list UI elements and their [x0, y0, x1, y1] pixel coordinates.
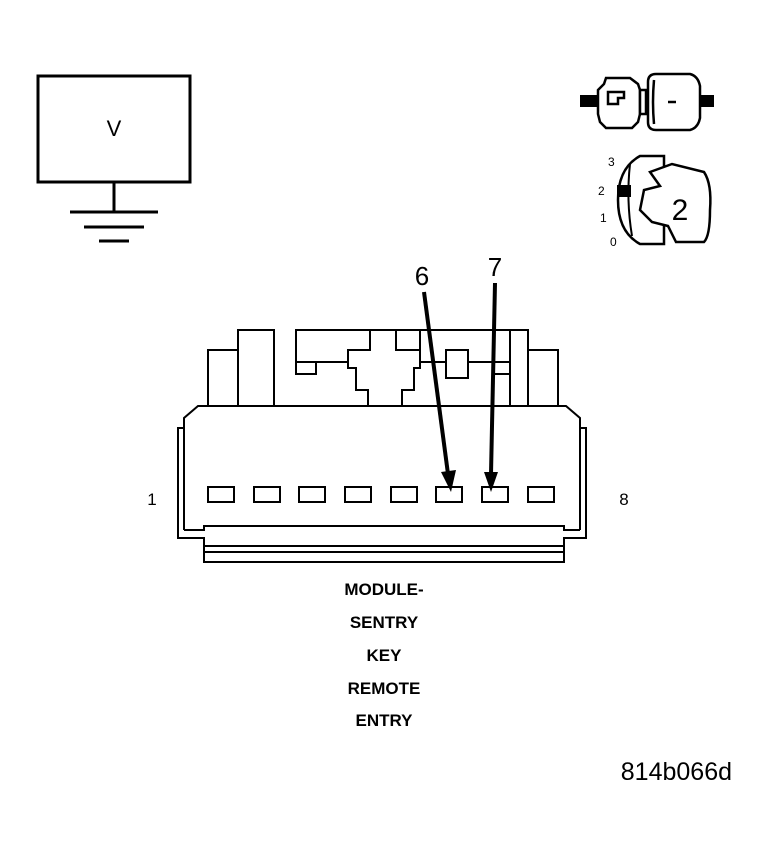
pin-1-label: 1 — [147, 490, 156, 509]
component-label-line-1: MODULE- — [344, 580, 423, 599]
position-indicator — [617, 185, 631, 197]
figure-id: 814b066d — [621, 758, 732, 786]
pin-cavity-3 — [298, 486, 326, 503]
probe-arrow-pin-7: 7 — [484, 252, 502, 492]
connector-body — [177, 329, 587, 563]
voltmeter-symbol: V — [36, 74, 192, 243]
component-label-line-4: REMOTE — [348, 679, 421, 698]
probe-label-6: 6 — [415, 261, 429, 291]
pin-cavities — [207, 486, 555, 503]
pin-cavity-2 — [253, 486, 281, 503]
ignition-switch-icon: 3 2 1 0 2 — [598, 154, 712, 249]
ignition-position-2: 2 — [598, 184, 605, 198]
key-head-icon — [638, 162, 712, 244]
ignition-position-0: 0 — [610, 235, 617, 249]
pin-cavity-7 — [481, 486, 509, 503]
pin-cavity-8 — [527, 486, 555, 503]
pin-cavity-1 — [207, 486, 235, 503]
ignition-position-3: 3 — [608, 155, 615, 169]
component-label: MODULE- SENTRY KEY REMOTE ENTRY — [344, 580, 423, 730]
component-label-line-2: SENTRY — [350, 613, 419, 632]
component-label-line-3: KEY — [367, 646, 403, 665]
voltmeter-label: V — [107, 116, 122, 141]
pin-cavity-6 — [435, 486, 463, 503]
probe-arrow-pin-6: 6 — [415, 261, 456, 492]
pin-8-label: 8 — [619, 490, 628, 509]
ground-icon — [70, 182, 158, 243]
pin-cavity-4 — [344, 486, 372, 503]
pin-cavity-5 — [390, 486, 418, 503]
component-label-line-5: ENTRY — [356, 711, 414, 730]
selected-ignition-position: 2 — [672, 194, 689, 227]
disconnected-connector-icon — [580, 72, 714, 132]
probe-label-7: 7 — [488, 252, 502, 282]
ignition-position-1: 1 — [600, 211, 607, 225]
